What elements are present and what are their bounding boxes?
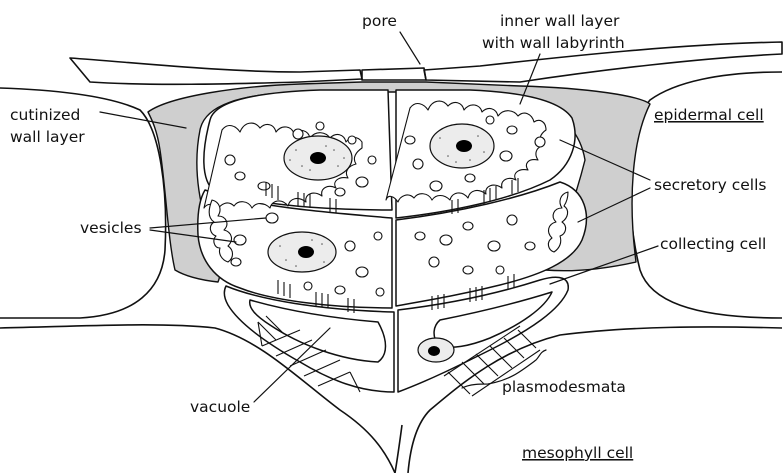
vesicle xyxy=(304,282,312,290)
mesophyll-inner-left xyxy=(395,425,402,473)
vesicle xyxy=(258,182,270,190)
vesicle xyxy=(440,235,452,245)
vesicle xyxy=(430,181,442,191)
vesicle xyxy=(225,155,235,165)
nucleolus-middle-left xyxy=(298,246,314,258)
label-cutinized-line1: cutinized xyxy=(10,106,80,124)
pore-plug xyxy=(362,68,426,80)
vesicle xyxy=(374,232,382,240)
vesicle xyxy=(486,116,494,124)
vesicle xyxy=(507,215,517,225)
vesicle xyxy=(335,286,345,294)
top-epidermis-outline xyxy=(70,58,362,84)
label-secretory-cells: secretory cells xyxy=(654,176,766,194)
vesicle xyxy=(507,126,517,134)
nucleolus-upper-right xyxy=(456,140,472,152)
leader-pore xyxy=(400,32,420,64)
vesicle xyxy=(429,257,439,267)
vesicle xyxy=(356,177,368,187)
label-epidermal-cell: epidermal cell xyxy=(654,106,764,124)
label-vacuole: vacuole xyxy=(190,398,250,416)
vesicle xyxy=(235,172,245,180)
label-plasmodesmata: plasmodesmata xyxy=(502,378,626,396)
label-collecting-cell: collecting cell xyxy=(660,235,766,253)
vesicle xyxy=(463,266,473,274)
label-inner-wall-line1: inner wall layer xyxy=(500,12,620,30)
vesicle xyxy=(348,136,356,144)
vesicle xyxy=(335,188,345,196)
nucleolus-upper-left xyxy=(310,152,326,164)
vesicle xyxy=(376,288,384,296)
vesicle xyxy=(488,241,500,251)
vesicle xyxy=(405,136,415,144)
vesicle xyxy=(293,129,303,139)
vesicle xyxy=(368,156,376,164)
vesicle xyxy=(316,122,324,130)
label-cutinized-line2: wall layer xyxy=(10,128,85,146)
label-pore: pore xyxy=(362,12,397,30)
vesicle xyxy=(500,151,512,161)
vesicle xyxy=(496,266,504,274)
vesicle xyxy=(463,222,473,230)
vesicle xyxy=(345,241,355,251)
vesicle xyxy=(234,235,246,245)
label-mesophyll-cell: mesophyll cell xyxy=(522,444,633,462)
vesicle xyxy=(266,213,278,223)
label-inner-wall-line2: with wall labyrinth xyxy=(482,34,625,52)
vesicle xyxy=(413,159,423,169)
vesicle xyxy=(356,267,368,277)
nucleolus-collecting-right xyxy=(428,346,440,356)
vesicle xyxy=(231,258,241,266)
label-vesicles: vesicles xyxy=(80,219,142,237)
vesicle xyxy=(535,137,545,147)
vesicle xyxy=(415,232,425,240)
vesicle xyxy=(525,242,535,250)
vesicle xyxy=(465,174,475,182)
